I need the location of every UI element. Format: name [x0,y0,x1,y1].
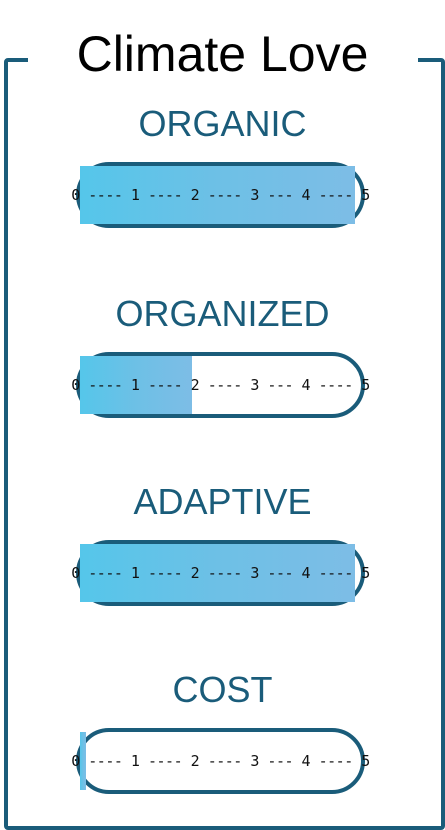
metric-label-organic: ORGANIC [138,103,307,144]
rating-bar-organized: 0 ---- 1 ---- 2 ---- 3 --- 4 ---- 5 [71,352,370,418]
metric-label-organized: ORGANIZED [115,293,330,334]
title-background [28,44,418,74]
rating-fill-adaptive [80,544,356,602]
rating-bar-cost: 0 ---- 1 ---- 2 ---- 3 --- 4 ---- 5 [71,728,370,794]
rating-fill-cost [80,732,86,790]
rating-scale: 0 ---- 1 ---- 2 ---- 3 --- 4 ---- 5 [71,564,370,582]
rating-bar-adaptive: 0 ---- 1 ---- 2 ---- 3 --- 4 ---- 5 [71,540,370,606]
metric-label-cost: COST [172,669,273,710]
rating-scale: 0 ---- 1 ---- 2 ---- 3 --- 4 ---- 5 [71,376,370,394]
metric-label-adaptive: ADAPTIVE [133,481,312,522]
rating-scale: 0 ---- 1 ---- 2 ---- 3 --- 4 ---- 5 [71,186,370,204]
rating-bar-organic: 0 ---- 1 ---- 2 ---- 3 --- 4 ---- 5 [71,162,370,228]
page-title: Climate Love [76,26,369,82]
rating-fill-organic [80,166,356,224]
rating-scale: 0 ---- 1 ---- 2 ---- 3 --- 4 ---- 5 [71,752,370,770]
rating-fill-organized [80,356,193,414]
